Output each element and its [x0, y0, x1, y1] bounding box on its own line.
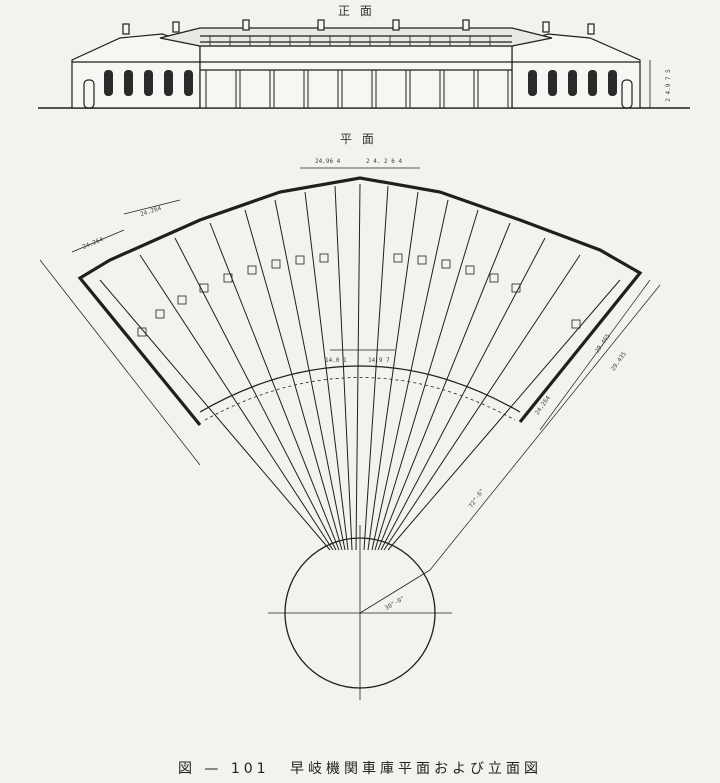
- dim-top-right: 2 4. 2 6 4: [366, 158, 403, 165]
- figure-title: 早岐機関車庫平面および立面図: [290, 761, 543, 777]
- plan-drawing: [39, 167, 661, 700]
- dim-inner-b: 14.9 7: [368, 357, 390, 364]
- figure-number: 図 — 101: [177, 761, 270, 777]
- elevation-drawing: [38, 19, 690, 109]
- dim-inner-a: 14.0 1: [325, 357, 347, 364]
- height-dimension: 2 4.9 7 5: [664, 69, 672, 102]
- elevation-title: 正 面: [338, 4, 375, 18]
- dim-top-left: 24.96 4: [315, 158, 341, 165]
- plan-title: 平 面: [340, 132, 377, 146]
- figure-caption: 図 — 101 早岐機関車庫平面および立面図: [0, 758, 720, 778]
